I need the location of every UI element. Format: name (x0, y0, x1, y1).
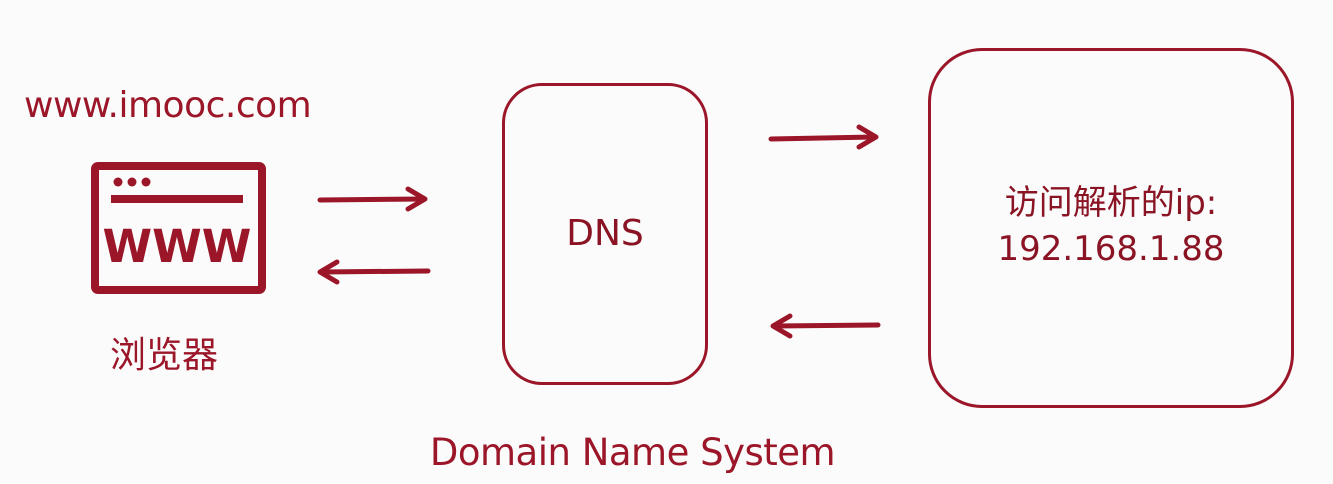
www-icon-text: WWW (103, 220, 252, 273)
server-text: 访问解析的ip: 192.168.1.88 (928, 180, 1294, 272)
diagram-caption: Domain Name System (429, 431, 836, 474)
arrow-server-to-dns (770, 313, 881, 339)
url-label: www.imooc.com (24, 85, 312, 126)
arrow-dns-to-browser (317, 259, 431, 285)
dns-label: DNS (566, 213, 644, 254)
browser-window-icon: WWW (91, 162, 266, 294)
server-ip: 192.168.1.88 (997, 229, 1225, 269)
server-box (928, 48, 1294, 408)
dns-box (502, 83, 708, 385)
browser-label: 浏览器 (110, 335, 219, 376)
server-text-line1: 访问解析的ip: (1004, 183, 1218, 223)
arrow-browser-to-dns (317, 186, 428, 212)
arrow-dns-to-server (768, 124, 879, 150)
